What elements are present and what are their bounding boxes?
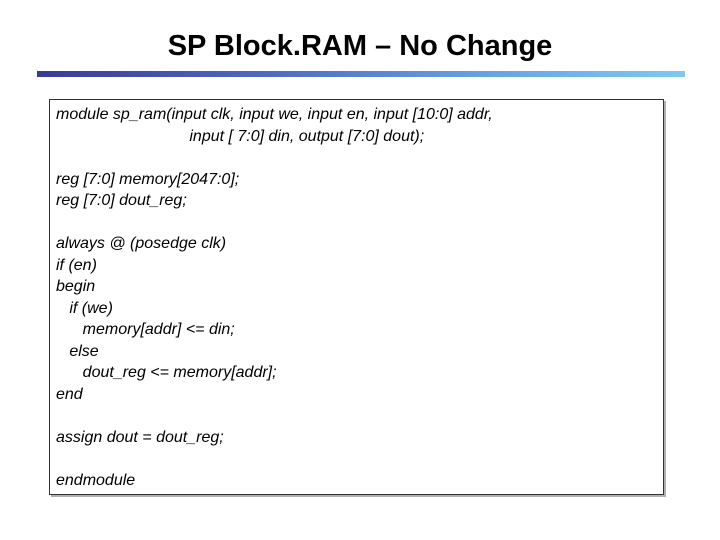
code-line: end (56, 385, 83, 403)
code-line: endmodule (56, 471, 136, 489)
code-line: if (we) (56, 299, 113, 317)
code-line: begin (56, 278, 96, 295)
code-line (56, 405, 663, 427)
code-line: always @ (posedge clk) (56, 235, 227, 252)
code-line: memory[addr] <= din; (56, 321, 235, 338)
code-line: else (56, 342, 99, 360)
title-underline (37, 71, 685, 77)
code-line: assign dout = dout_reg; (56, 428, 224, 446)
code-line (56, 212, 663, 234)
code-line: input [ 7:0] din, output [7:0] dout); (56, 127, 425, 145)
code-line (56, 147, 663, 169)
code-block: module sp_ram(input clk, input we, input… (49, 99, 664, 495)
code-line (56, 448, 663, 470)
code-line: reg [7:0] memory[2047:0]; (56, 170, 240, 188)
code-line: reg [7:0] dout_reg; (56, 192, 187, 209)
code-line: dout_reg <= memory[addr]; (56, 364, 277, 381)
code-line: module sp_ram(input clk, input we, input… (56, 106, 493, 123)
slide-title: SP Block.RAM – No Change (167, 30, 553, 62)
code-line: if (en) (56, 256, 97, 274)
